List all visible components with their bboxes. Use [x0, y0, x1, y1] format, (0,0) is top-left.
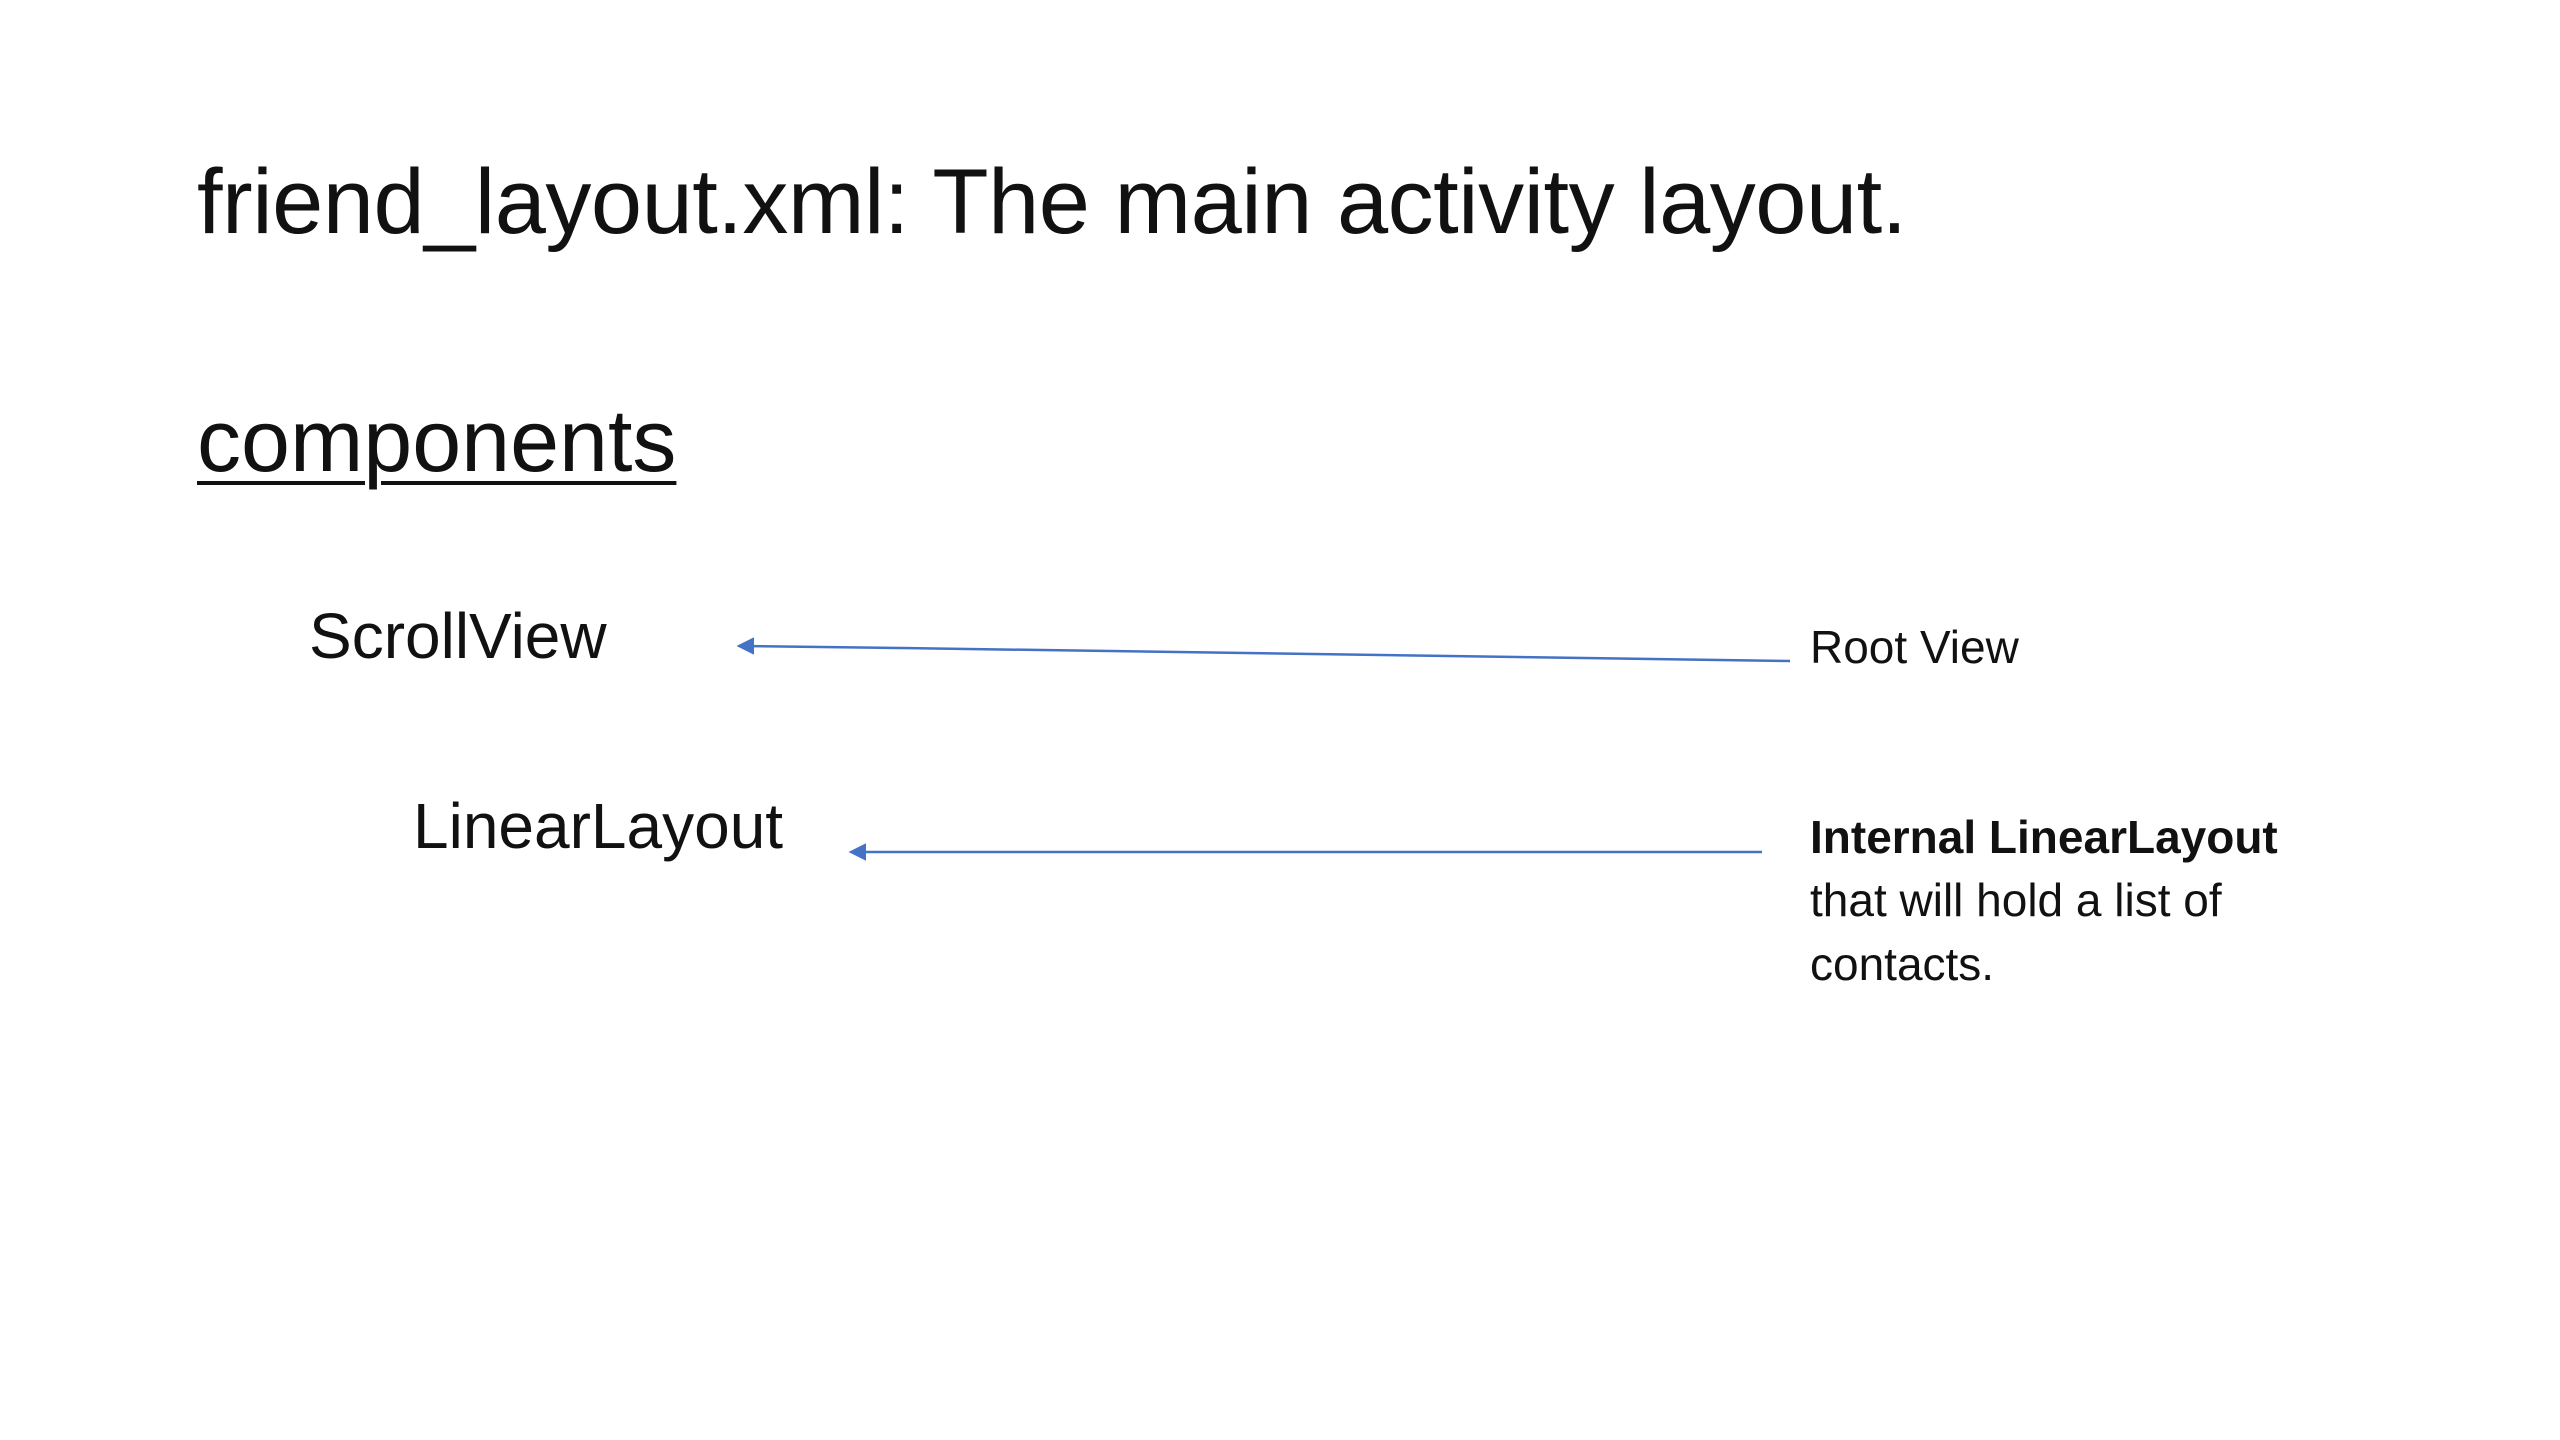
note-root-view: Root View	[1810, 621, 2019, 673]
note-internal-line-3: contacts.	[1810, 937, 1995, 990]
root-view-arrow	[736, 637, 1791, 663]
slide-title: friend_layout.xml: The main activity lay…	[197, 151, 1907, 253]
component-scrollview: ScrollView	[309, 600, 607, 672]
note-internal-linearlayout: Internal LinearLayout that will hold a l…	[1810, 806, 2278, 996]
note-internal-bold: Internal LinearLayout	[1810, 811, 2278, 863]
components-heading: components	[197, 391, 677, 490]
note-internal-line-2: that will hold a list of	[1810, 874, 2222, 927]
component-linearlayout: LinearLayout	[413, 790, 784, 862]
